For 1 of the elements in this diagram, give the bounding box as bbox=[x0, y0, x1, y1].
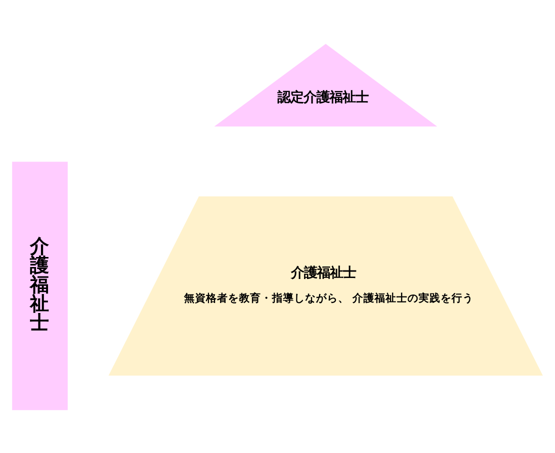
node-box: 介護福祉士 bbox=[12, 161, 68, 410]
